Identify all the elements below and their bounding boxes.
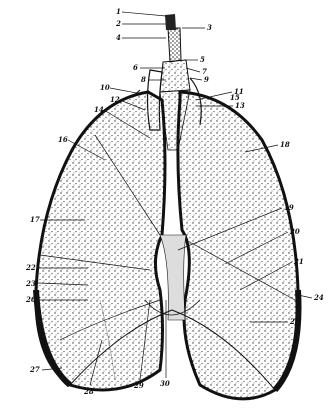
label-19: 19	[284, 203, 294, 212]
label-28: 28	[83, 387, 94, 396]
label-12: 12	[110, 95, 120, 104]
label-13: 13	[235, 101, 245, 110]
label-22: 22	[25, 263, 36, 272]
label-2: 2	[115, 19, 121, 28]
left-lung	[178, 92, 299, 399]
label-27: 27	[29, 365, 40, 374]
label-15: 15	[230, 93, 240, 102]
label-1: 1	[116, 7, 121, 16]
label-24: 24	[313, 293, 324, 302]
label-10: 10	[100, 83, 110, 92]
label-25: 25	[289, 317, 300, 326]
label-23: 23	[25, 279, 36, 288]
label-6: 6	[133, 63, 138, 72]
label-4: 4	[116, 33, 121, 42]
label-16: 16	[58, 135, 68, 144]
label-14: 14	[94, 105, 104, 114]
label-3: 3	[207, 23, 212, 32]
label-26: 26	[25, 295, 36, 304]
label-8: 8	[141, 75, 146, 84]
label-30: 30	[160, 379, 170, 388]
label-9: 9	[204, 75, 209, 84]
label-21: 21	[293, 257, 304, 266]
label-18: 18	[280, 140, 290, 149]
label-20: 20	[289, 227, 300, 236]
label-17: 17	[30, 215, 40, 224]
label-29: 29	[133, 381, 144, 390]
label-5: 5	[200, 55, 205, 64]
